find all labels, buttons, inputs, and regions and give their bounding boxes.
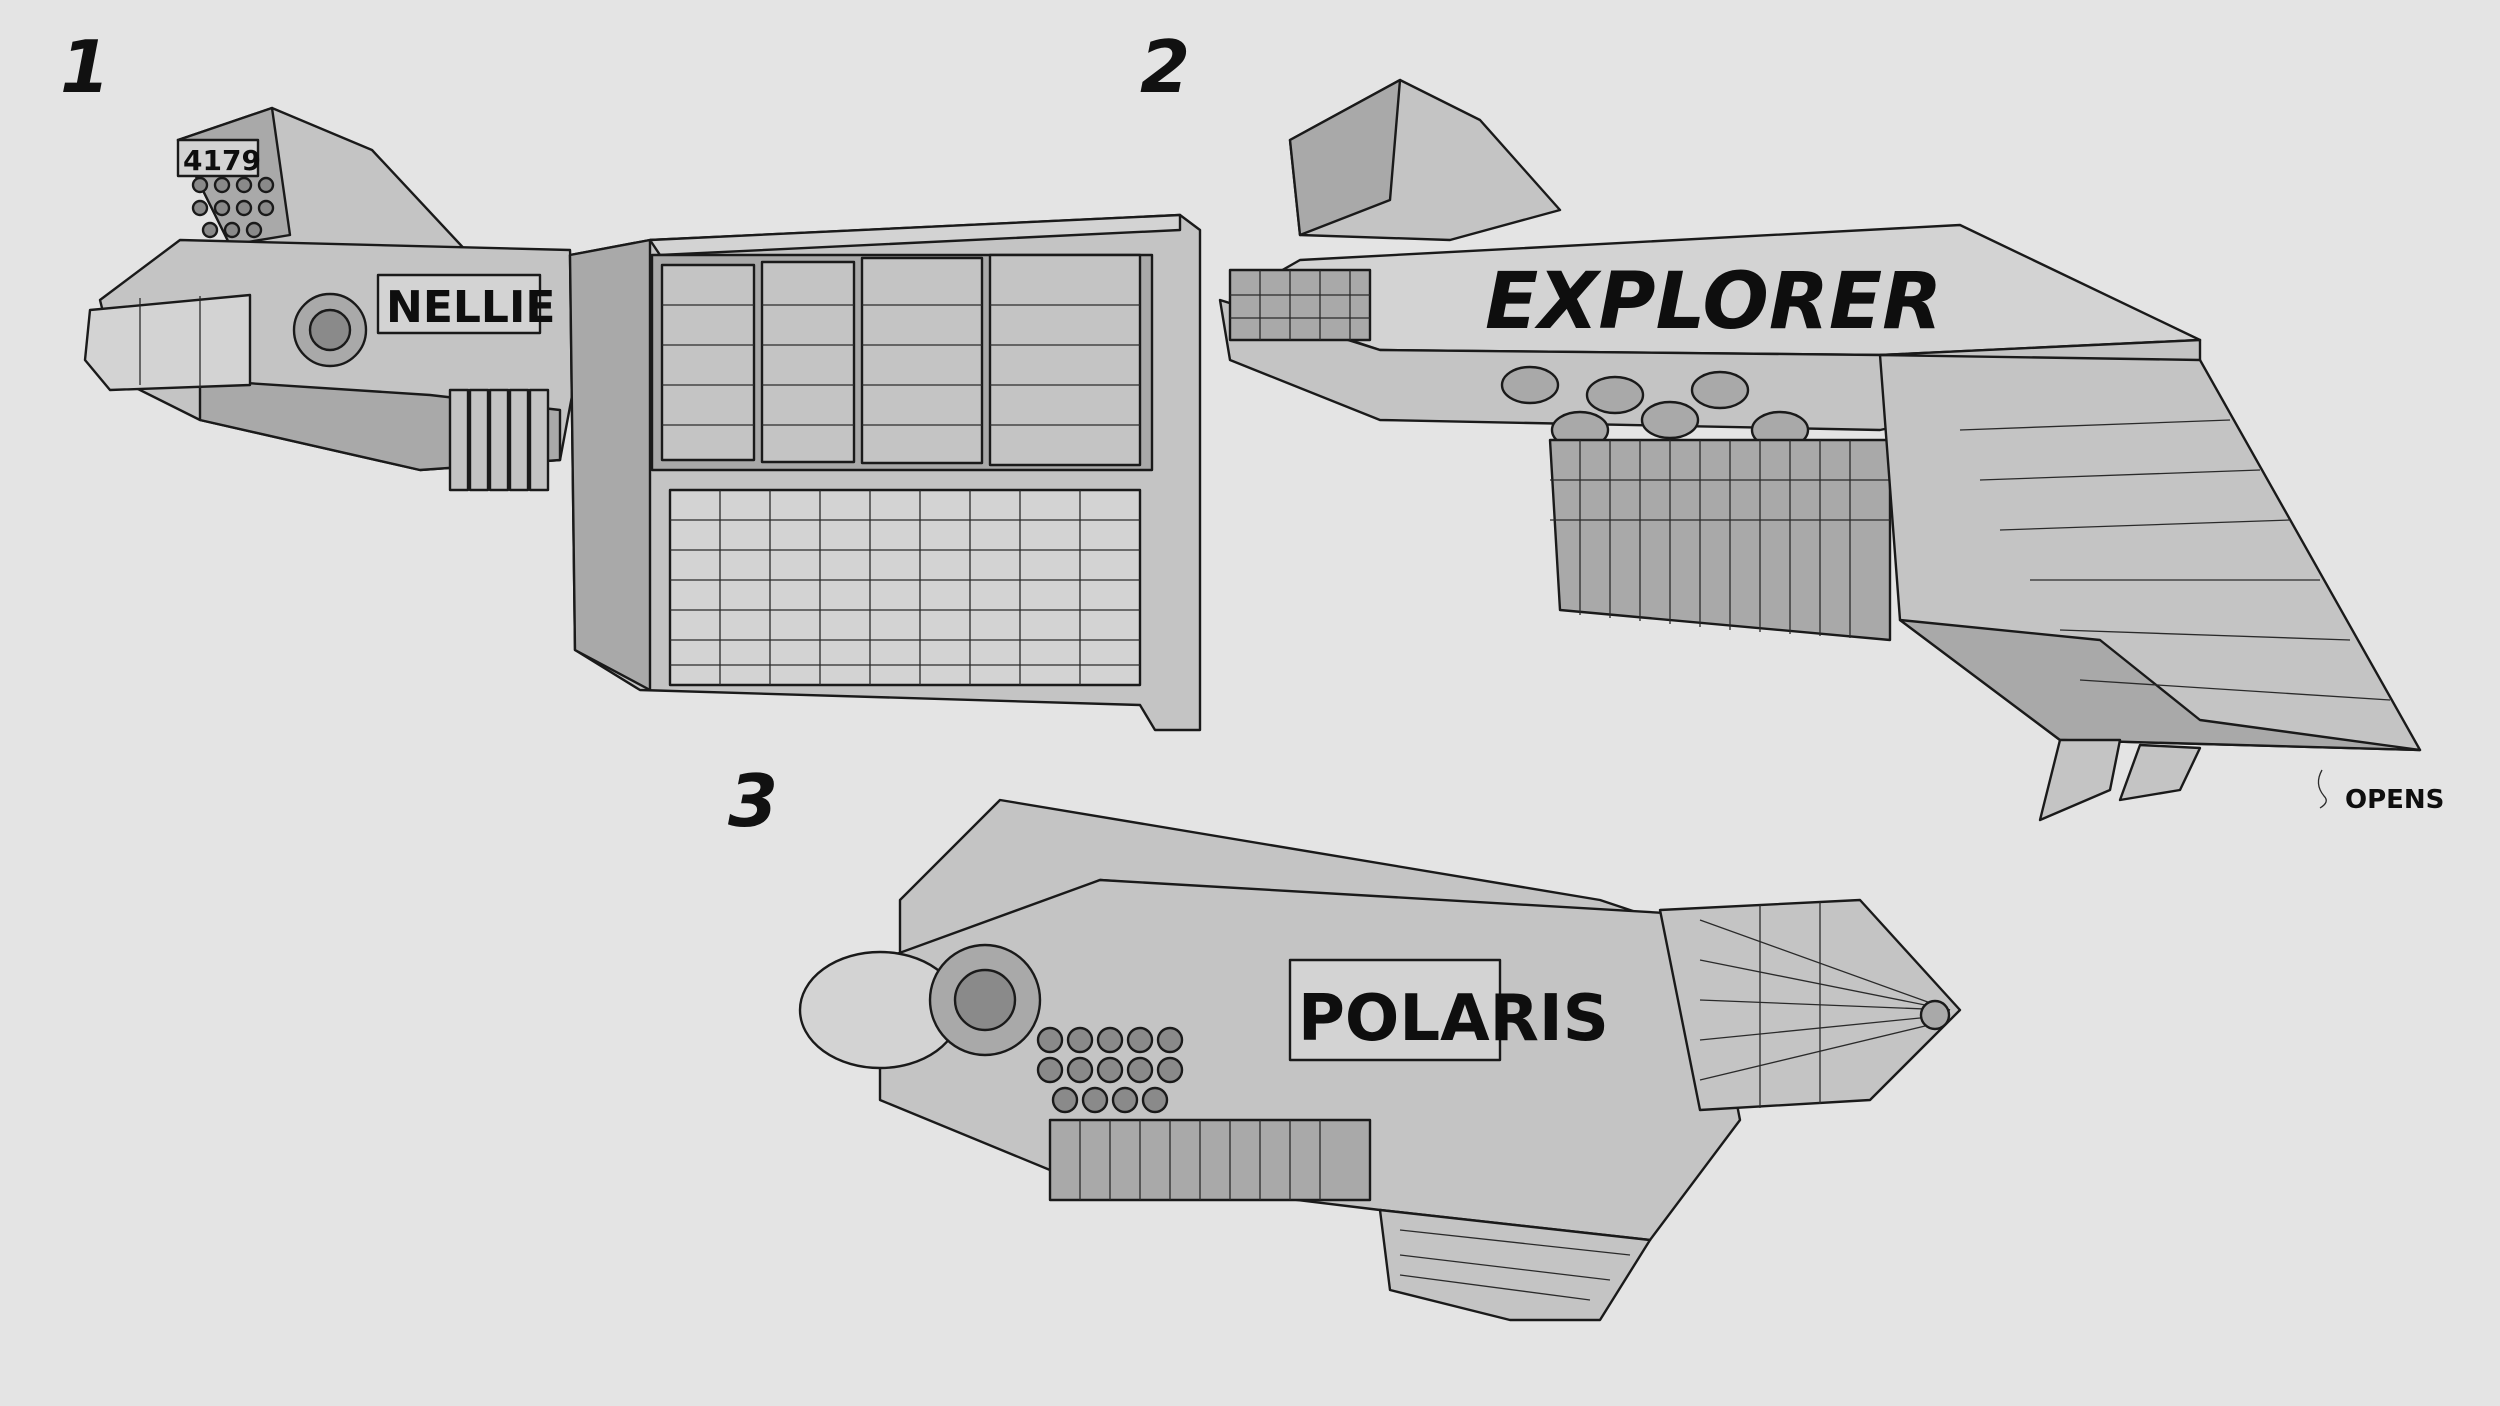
hull-code-label: 4179 xyxy=(183,144,261,177)
panel-number-3: 3 xyxy=(728,759,778,843)
ventral-fins xyxy=(448,388,550,492)
signature-label: OPENS xyxy=(2345,785,2444,815)
ventral-fin-right xyxy=(2118,743,2202,802)
ship-1-nellie: 1 4179 NELLIE xyxy=(60,25,1202,732)
cargo-module-top xyxy=(648,213,1182,257)
shutter-slats xyxy=(670,490,1140,685)
ship-name-plate xyxy=(1288,958,1502,1062)
ship-3-polaris: 3 POLARIS xyxy=(728,759,1962,1322)
ship-name-label: EXPLORER xyxy=(1485,257,1942,347)
lower-shutter-bay xyxy=(668,488,1142,687)
nose-tip-icon xyxy=(1919,999,1951,1031)
cockpit-window-grid xyxy=(1230,270,1370,340)
ship-name-plate xyxy=(376,273,542,335)
engine-housing xyxy=(83,293,252,392)
cockpit-windows xyxy=(1228,268,1372,342)
keel-fin xyxy=(1378,1208,1652,1322)
nose-cone-lines xyxy=(1699,902,1951,1108)
hull-code-plate xyxy=(176,138,260,178)
underside-cargo-rack xyxy=(1548,438,1892,642)
ship-name-label: POLARIS xyxy=(1298,982,1609,1056)
nose-panels xyxy=(1959,419,2391,701)
wedge-nose-underside xyxy=(1898,618,2422,752)
ship-name-label: NELLIE xyxy=(386,282,555,333)
signature-mark xyxy=(2317,769,2327,809)
upper-container-panels xyxy=(660,253,1142,467)
ventral-rack-columns xyxy=(1079,1120,1321,1200)
panel-number-1: 1 xyxy=(60,25,110,109)
cargo-module-side xyxy=(568,238,652,692)
engine-core-icon xyxy=(953,968,1017,1032)
tail-vents xyxy=(191,176,275,239)
keel-stripes xyxy=(1399,1229,1631,1301)
panel-number-2: 2 xyxy=(1140,25,1190,109)
ventral-rack xyxy=(1048,1118,1372,1202)
engine-core-icon xyxy=(308,308,352,352)
ventral-fin-left xyxy=(2038,738,2122,822)
dorsal-fin-side xyxy=(1288,78,1402,237)
rack-columns xyxy=(1550,440,1890,638)
ship-2-explorer: 2 EXPLORER xyxy=(1140,25,2444,822)
pod-array xyxy=(1036,1026,1184,1114)
